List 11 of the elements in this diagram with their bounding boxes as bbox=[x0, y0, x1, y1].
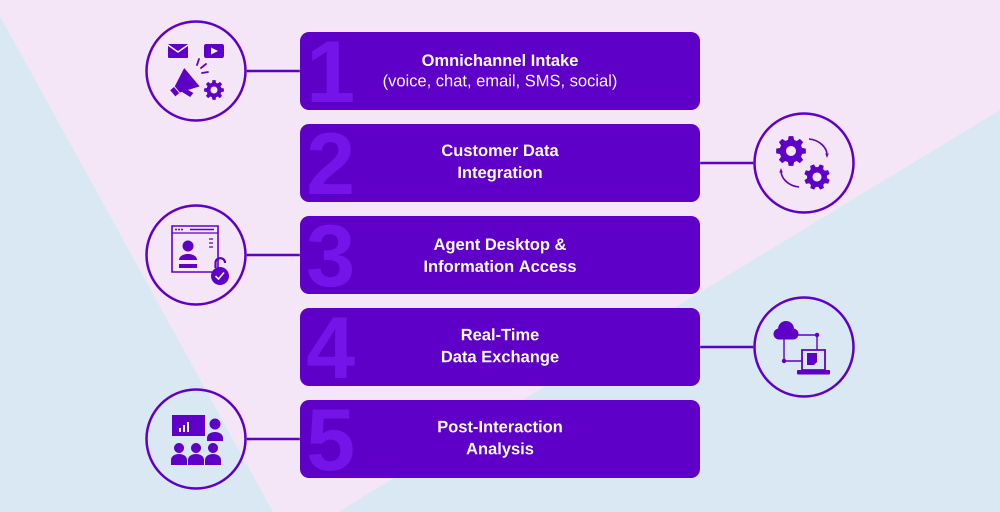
connector-line bbox=[700, 346, 754, 348]
step-subtitle: (voice, chat, email, SMS, social) bbox=[384, 74, 616, 90]
step-title: Agent Desktop & Information Access bbox=[424, 238, 576, 272]
step-title: Post-Interaction Analysis bbox=[438, 420, 562, 458]
step-title: Omnichannel Intake bbox=[422, 54, 578, 66]
connector-line bbox=[246, 70, 300, 72]
connector-line bbox=[700, 162, 754, 164]
connector-line bbox=[246, 438, 300, 440]
step-title: Real-Time Data Exchange bbox=[442, 328, 559, 366]
connector-line bbox=[246, 254, 300, 256]
step-title: Customer Data Integration bbox=[442, 144, 559, 182]
